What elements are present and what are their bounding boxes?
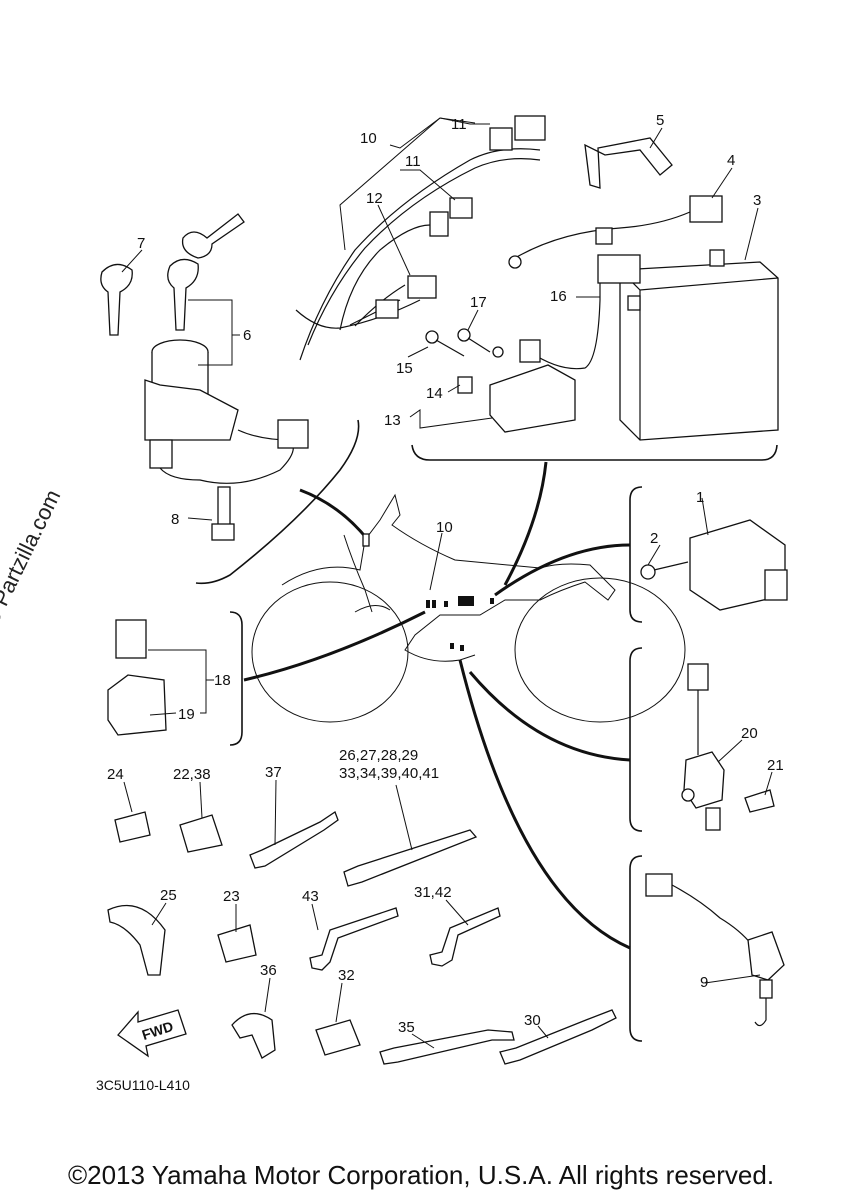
callout-14: 14 [426,385,443,402]
callout-12: 12 [366,190,383,207]
callout-3: 3 [753,192,761,209]
plug-cap-assembly [645,873,785,1027]
callout-8: 8 [171,511,179,528]
callout-26-29: 26,27,28,29 [339,747,418,764]
motorcycle-outline [251,493,686,723]
callout-1: 1 [696,489,704,506]
main-switch-assembly [100,213,309,541]
callout-20: 20 [741,725,758,742]
battery-assembly [425,137,779,441]
callout-5: 5 [656,112,664,129]
callout-16: 16 [550,288,567,305]
callout-31-42: 31,42 [414,884,452,901]
callout-32: 32 [338,967,355,984]
callout-11b: 11 [405,153,421,170]
copyright-text: ©2013 Yamaha Motor Corporation, U.S.A. A… [67,1160,775,1190]
part-code: 3C5U110-L410 [96,1077,190,1093]
relay-assembly [107,619,167,736]
callout-23: 23 [223,888,240,905]
callout-22-38: 22,38 [173,766,211,783]
callout-17: 17 [470,294,487,311]
callout-24: 24 [107,766,124,783]
callout-21: 21 [767,757,784,774]
callout-labels: 11 10 5 11 4 12 3 7 16 17 6 15 14 13 1 8… [96,112,784,1093]
callout-25: 25 [160,887,177,904]
callout-6: 6 [243,327,251,344]
callout-43: 43 [302,888,319,905]
wire-harness [295,115,546,361]
callout-11a: 11 [451,116,467,133]
rectifier-assembly [640,519,788,611]
section-leaders [243,461,631,950]
callout-4: 4 [727,152,735,169]
callout-37: 37 [265,764,282,781]
sensor-assembly [681,663,775,831]
callout-30: 30 [524,1012,541,1029]
callout-10b: 10 [436,519,453,536]
clamps-and-ties [107,811,617,1065]
callout-9: 9 [700,974,708,991]
callout-2: 2 [650,530,658,547]
callout-19: 19 [178,706,195,723]
callout-18: 18 [214,672,231,689]
callout-35: 35 [398,1019,415,1036]
callout-36: 36 [260,962,277,979]
callout-15: 15 [396,360,413,377]
callout-10a: 10 [360,130,377,147]
callout-7: 7 [137,235,145,252]
section-brackets [195,419,778,1042]
callout-13: 13 [384,412,401,429]
callout-leaders [121,117,773,1049]
callout-33-41: 33,34,39,40,41 [339,765,439,782]
